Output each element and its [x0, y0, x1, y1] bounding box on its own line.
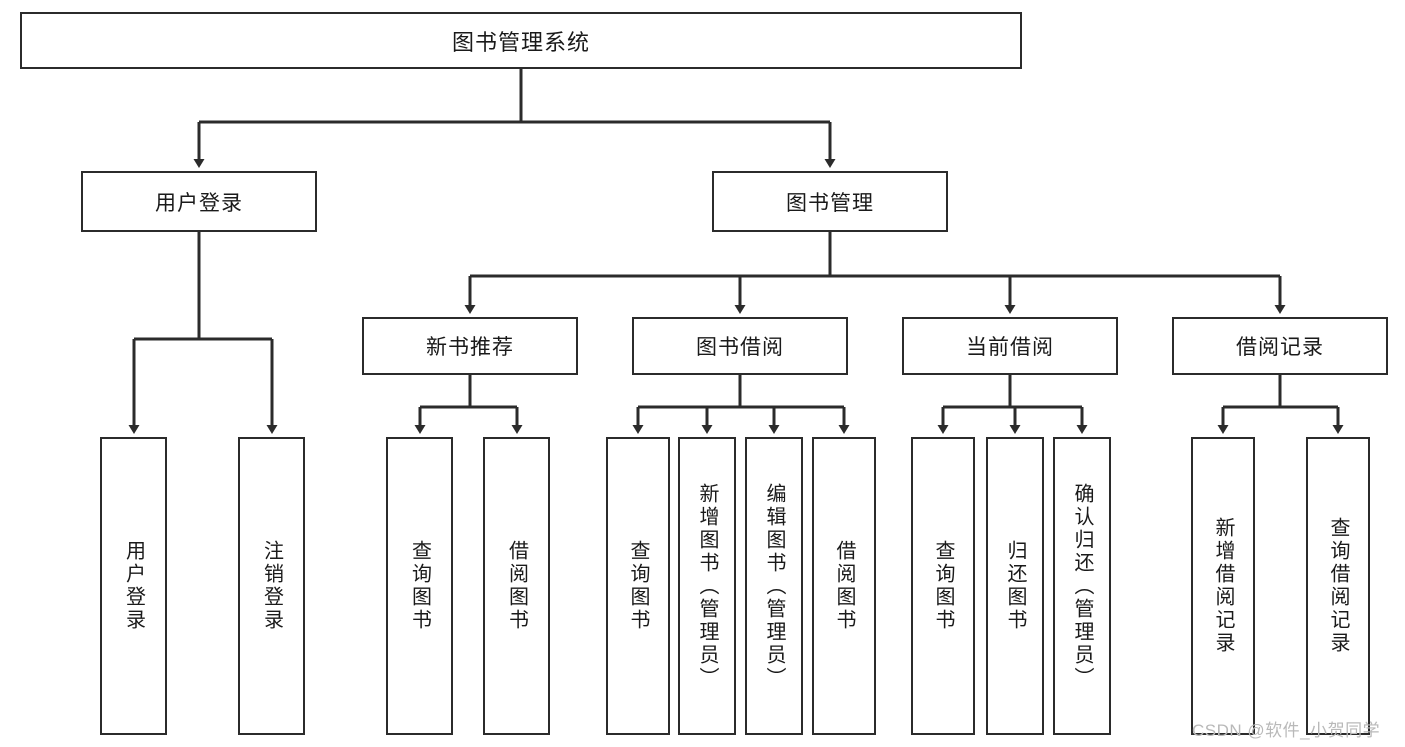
node-leaf-query-book-3[interactable]: 查询图书 [911, 437, 975, 735]
node-borrow-record[interactable]: 借阅记录 [1172, 317, 1388, 375]
node-label: 用户登录 [122, 540, 145, 632]
node-label: 图书管理 [786, 191, 874, 215]
node-leaf-user-login[interactable]: 用户登录 [100, 437, 167, 735]
node-root[interactable]: 图书管理系统 [20, 12, 1022, 69]
node-label: 借阅记录 [1236, 336, 1324, 359]
node-label: 图书借阅 [696, 336, 784, 359]
node-label: 确认归还（管理员） [1071, 482, 1093, 690]
node-leaf-query-book-2[interactable]: 查询图书 [606, 437, 670, 735]
node-label: 借阅图书 [833, 540, 855, 632]
node-label: 借阅图书 [505, 540, 528, 632]
node-label: 注销登录 [260, 540, 283, 632]
node-user-login[interactable]: 用户登录 [81, 171, 317, 232]
node-label: 用户登录 [155, 191, 243, 215]
node-leaf-query-book-1[interactable]: 查询图书 [386, 437, 453, 735]
csdn-watermark: CSDN @软件_小贺同学 [1192, 721, 1381, 740]
node-label: 查询图书 [627, 540, 649, 632]
node-leaf-return-book[interactable]: 归还图书 [986, 437, 1044, 735]
node-leaf-add-record[interactable]: 新增借阅记录 [1191, 437, 1255, 735]
node-label: 查询图书 [408, 540, 431, 632]
node-current-borrow[interactable]: 当前借阅 [902, 317, 1118, 375]
node-label: 新增图书（管理员） [696, 482, 718, 690]
node-leaf-query-record[interactable]: 查询借阅记录 [1306, 437, 1370, 735]
node-leaf-user-logout[interactable]: 注销登录 [238, 437, 305, 735]
node-label: 查询借阅记录 [1327, 517, 1349, 655]
node-leaf-confirm-return[interactable]: 确认归还（管理员） [1053, 437, 1111, 735]
node-book-borrow[interactable]: 图书借阅 [632, 317, 848, 375]
node-leaf-add-book[interactable]: 新增图书（管理员） [678, 437, 736, 735]
node-label: 新书推荐 [426, 336, 514, 359]
node-leaf-edit-book[interactable]: 编辑图书（管理员） [745, 437, 803, 735]
node-label: 编辑图书（管理员） [763, 482, 785, 690]
node-book-manage[interactable]: 图书管理 [712, 171, 948, 232]
node-leaf-borrow-book-1[interactable]: 借阅图书 [483, 437, 550, 735]
node-label: 当前借阅 [966, 336, 1054, 359]
node-label: 查询图书 [932, 540, 954, 632]
node-leaf-borrow-book-2[interactable]: 借阅图书 [812, 437, 876, 735]
node-label: 归还图书 [1004, 540, 1026, 632]
node-label: 图书管理系统 [451, 29, 590, 55]
node-label: 新增借阅记录 [1212, 517, 1234, 655]
node-new-book-rec[interactable]: 新书推荐 [362, 317, 578, 375]
